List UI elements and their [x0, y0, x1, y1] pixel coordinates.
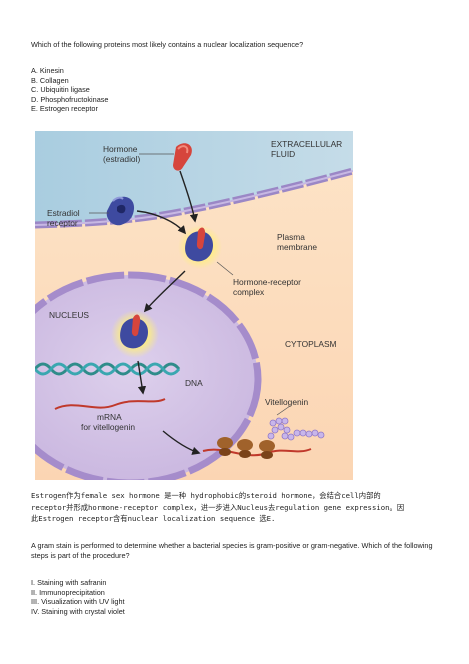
explanation: Estrogen作为female sex hormone 是一种 hydroph… [31, 490, 441, 525]
vitellogenin-label: Vitellogenin [265, 397, 308, 407]
extracellular-label-line2: FLUID [271, 149, 295, 159]
mrna-label-line2: for vitellogenin [81, 422, 135, 432]
ribosomes [217, 437, 275, 459]
cytoplasm-label: CYTOPLASM [285, 339, 337, 349]
question-2-text: A gram stain is performed to determine w… [31, 541, 433, 560]
option-ii: II. Immunoprecipitation [31, 587, 105, 597]
complex-label-line1: Hormone-receptor [233, 277, 301, 287]
option-e: E. Estrogen receptor [31, 104, 98, 114]
option-c: C. Ubiquitin ligase [31, 85, 90, 95]
option-a: A. Kinesin [31, 66, 64, 75]
explanation-line-3: 此Estrogen receptor含有nuclear localization… [31, 514, 276, 523]
explanation-line-1: Estrogen作为female sex hormone 是一种 hydroph… [31, 491, 381, 500]
question-1-options: A. Kinesin B. Collagen C. Ubiquitin liga… [31, 66, 108, 114]
hormone-label-line2: (estradiol) [103, 154, 140, 164]
receptor-label-line1: Estradiol [47, 208, 80, 218]
vitellogenin-protein [267, 417, 325, 441]
dna-helix [35, 362, 181, 376]
option-iii: III. Visualization with UV light [31, 597, 125, 607]
nuclear-complex [120, 314, 148, 349]
extracellular-label-line1: EXTRACELLULAR [271, 139, 342, 149]
option-b: B. Collagen [31, 75, 69, 85]
question-1-text: Which of the following proteins most lik… [31, 40, 304, 49]
option-d: D. Phosphofructokinase [31, 94, 109, 104]
dna-label: DNA [185, 378, 203, 388]
option-iv: IV. Staining with crystal violet [31, 606, 125, 616]
option-i: I. Staining with safranin [31, 578, 107, 587]
hormone-receptor-complex [185, 227, 213, 262]
hormone-molecule [173, 143, 192, 171]
receptor-protein [106, 196, 135, 226]
receptor-label-line2: receptor [47, 218, 78, 228]
hormone-label-line1: Hormone [103, 144, 138, 154]
explanation-line-2: receptor并形成hormone-receptor complex，进一步进… [31, 502, 405, 512]
membrane-label-line2: membrane [277, 242, 317, 252]
membrane-label-line1: Plasma [277, 232, 305, 242]
mrna-label-line1: mRNA [97, 412, 122, 422]
nucleus-label: NUCLEUS [49, 310, 89, 320]
complex-label-line2: complex [233, 287, 265, 297]
question-2-options: I. Staining with safranin II. Immunoprec… [31, 578, 125, 616]
estrogen-receptor-figure: EXTRACELLULAR FLUID Hormone (estradiol) … [35, 131, 353, 480]
